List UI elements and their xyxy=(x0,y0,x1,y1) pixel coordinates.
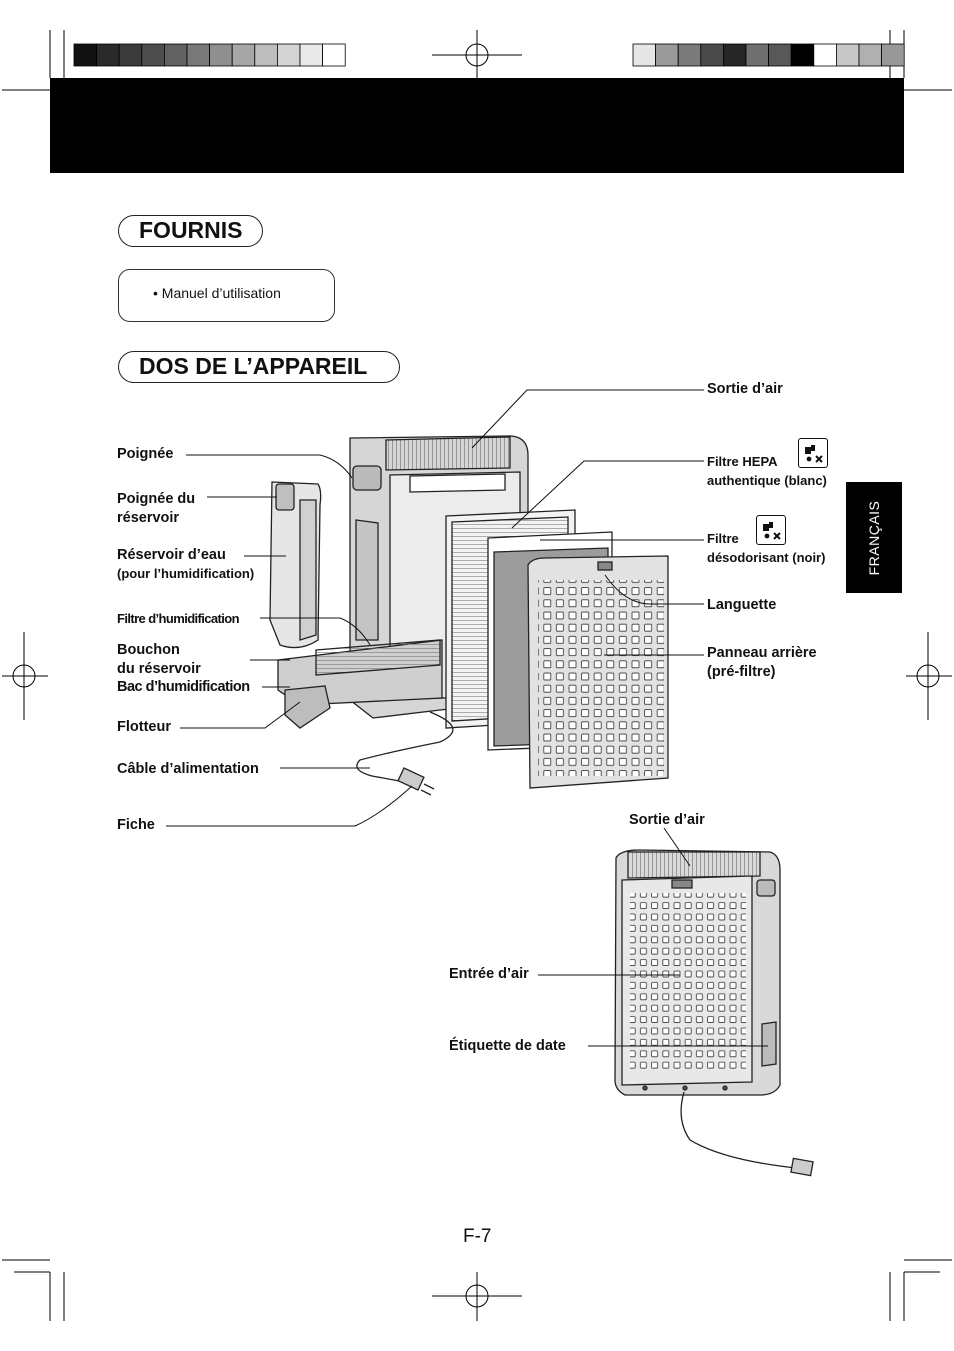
label-sortie-air: Sortie d’air xyxy=(707,381,783,397)
faucet-no-wash-icon xyxy=(798,438,828,468)
language-tab: FRANÇAIS xyxy=(846,482,902,593)
fournis-title: FOURNIS xyxy=(139,217,243,243)
fournis-item: • Manuel d’utilisation xyxy=(153,285,281,301)
label-entree-air: Entrée d’air xyxy=(449,966,529,982)
label-poignee-reservoir-1: Poignée du xyxy=(117,491,196,507)
humidifier-tray xyxy=(277,639,443,729)
assembled-unit xyxy=(614,849,781,1096)
label-hepa-1: Filtre HEPA xyxy=(707,454,778,469)
label-bac: Bac d’humidification xyxy=(117,679,250,695)
label-deso-1: Filtre xyxy=(707,531,739,546)
label-panneau-2: (pré-filtre) xyxy=(707,664,776,680)
label-filtre-humid: Filtre d’humidification xyxy=(117,611,240,626)
back-panel xyxy=(527,555,669,789)
label-bouchon-2: du réservoir xyxy=(117,661,201,677)
label-poignee-reservoir-2: réservoir xyxy=(117,510,180,526)
label-cable: Câble d’alimentation xyxy=(117,761,259,777)
fournis-box xyxy=(118,269,335,322)
label-sortie-air-bottom: Sortie d’air xyxy=(629,812,705,828)
label-etiquette: Étiquette de date xyxy=(449,1038,566,1054)
fournis-title-pill xyxy=(118,215,263,247)
color-swatch xyxy=(322,43,346,67)
label-bouchon-1: Bouchon xyxy=(117,642,180,658)
faucet-no-wash-icon xyxy=(756,515,786,545)
page-number: F-7 xyxy=(463,1226,492,1247)
assembled-cord xyxy=(680,1091,814,1177)
label-deso-2: désodorisant (noir) xyxy=(707,550,826,565)
label-languette: Languette xyxy=(707,597,777,613)
label-poignee: Poignée xyxy=(117,446,174,462)
dos-title-pill xyxy=(118,351,400,383)
water-tank xyxy=(269,481,322,649)
label-reservoir: Réservoir d’eau xyxy=(117,547,226,563)
label-hepa-2: authentique (blanc) xyxy=(707,473,827,488)
dos-title: DOS DE L’APPAREIL xyxy=(139,353,368,379)
header-band xyxy=(50,78,904,173)
power-cord xyxy=(356,711,454,796)
label-reservoir-sub: (pour l’humidification) xyxy=(117,566,255,581)
label-panneau-1: Panneau arrière xyxy=(707,645,817,661)
label-flotteur: Flotteur xyxy=(117,719,171,735)
color-swatch xyxy=(881,43,905,67)
label-fiche: Fiche xyxy=(117,817,155,833)
